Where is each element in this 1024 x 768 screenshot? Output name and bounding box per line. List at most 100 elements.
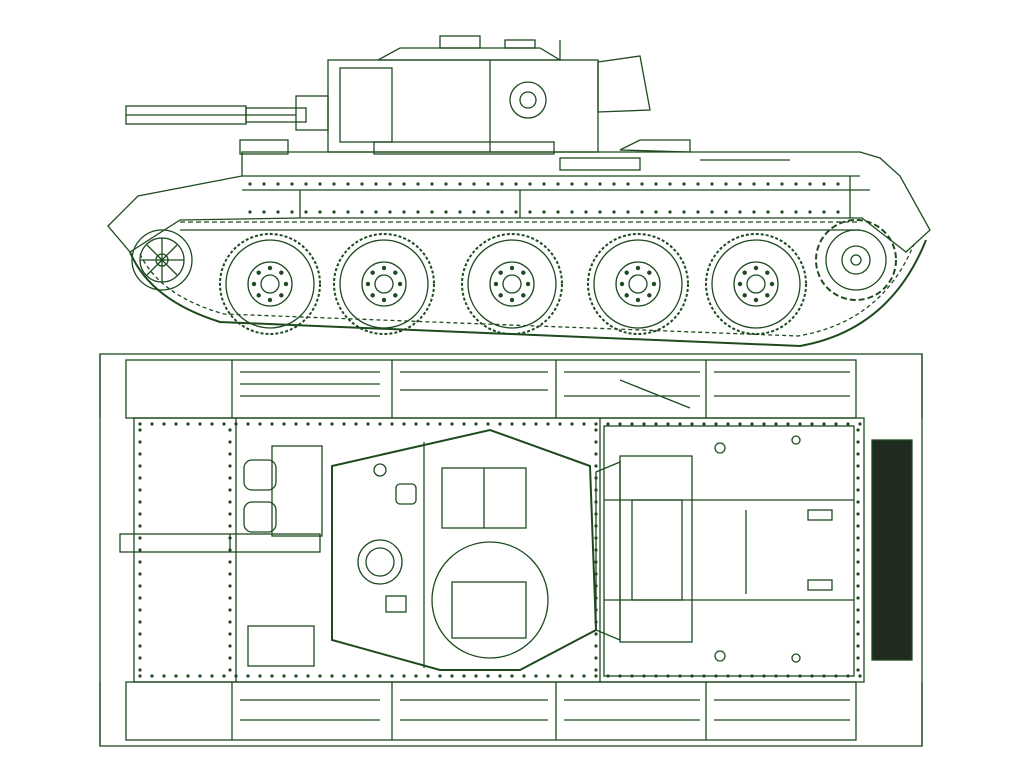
rivet bbox=[726, 674, 730, 678]
wheel-bolt bbox=[279, 270, 284, 275]
rivet bbox=[780, 182, 784, 186]
rivet bbox=[174, 674, 178, 678]
rivet bbox=[750, 674, 754, 678]
rivet bbox=[542, 182, 546, 186]
rivet bbox=[246, 422, 250, 426]
rivet bbox=[388, 182, 392, 186]
rivet bbox=[856, 452, 860, 456]
rivet bbox=[162, 422, 166, 426]
rivet bbox=[414, 674, 418, 678]
rivet bbox=[682, 182, 686, 186]
rivet bbox=[228, 488, 232, 492]
rivet bbox=[702, 674, 706, 678]
rivet bbox=[138, 668, 142, 672]
rivet bbox=[138, 524, 142, 528]
rivet bbox=[618, 674, 622, 678]
wheel-bolt bbox=[256, 270, 261, 275]
rivet bbox=[138, 656, 142, 660]
rivet bbox=[594, 422, 598, 426]
wheel-bolt bbox=[370, 270, 375, 275]
rivet bbox=[354, 674, 358, 678]
rivet bbox=[234, 422, 238, 426]
rivet bbox=[822, 182, 826, 186]
rivet bbox=[138, 452, 142, 456]
rivet bbox=[138, 476, 142, 480]
rivet bbox=[702, 422, 706, 426]
rivet bbox=[228, 536, 232, 540]
rivet bbox=[710, 182, 714, 186]
wheel-bolt bbox=[279, 293, 284, 298]
rivet bbox=[248, 210, 252, 214]
rivet bbox=[612, 210, 616, 214]
rivet bbox=[222, 422, 226, 426]
rivet bbox=[810, 674, 814, 678]
rivet bbox=[726, 422, 730, 426]
rivet bbox=[346, 182, 350, 186]
rivet bbox=[294, 422, 298, 426]
rivet bbox=[678, 674, 682, 678]
rivet bbox=[668, 182, 672, 186]
rivet bbox=[416, 210, 420, 214]
rivet bbox=[696, 182, 700, 186]
rivet bbox=[668, 210, 672, 214]
rivet bbox=[690, 422, 694, 426]
rivet bbox=[332, 182, 336, 186]
rivet bbox=[282, 674, 286, 678]
rivet bbox=[752, 210, 756, 214]
rivet bbox=[582, 674, 586, 678]
rivet bbox=[500, 210, 504, 214]
rivet bbox=[558, 674, 562, 678]
rivet bbox=[654, 674, 658, 678]
wheel-bolt bbox=[635, 297, 641, 303]
idler-wheel bbox=[131, 229, 193, 291]
wheel-bolt bbox=[742, 270, 747, 275]
rivet bbox=[546, 422, 550, 426]
rivet bbox=[374, 182, 378, 186]
rivet bbox=[414, 422, 418, 426]
rivet bbox=[228, 644, 232, 648]
rivet bbox=[570, 182, 574, 186]
rivet bbox=[762, 422, 766, 426]
rivet bbox=[594, 596, 598, 600]
side-view bbox=[107, 35, 931, 348]
rivet bbox=[594, 632, 598, 636]
rivet bbox=[594, 536, 598, 540]
rivet bbox=[228, 572, 232, 576]
rivet bbox=[222, 674, 226, 678]
rivet bbox=[402, 210, 406, 214]
rivet bbox=[750, 422, 754, 426]
rivet bbox=[228, 668, 232, 672]
rivet bbox=[594, 452, 598, 456]
wheel-bolt bbox=[493, 281, 499, 287]
rivet bbox=[162, 674, 166, 678]
rivet bbox=[228, 524, 232, 528]
wheel-bolt bbox=[635, 265, 641, 271]
rivet bbox=[606, 674, 610, 678]
rivet bbox=[808, 210, 812, 214]
rivet bbox=[598, 210, 602, 214]
rivet bbox=[198, 674, 202, 678]
rivet bbox=[738, 182, 742, 186]
hull-side bbox=[107, 139, 931, 253]
rivet bbox=[270, 674, 274, 678]
rivet bbox=[332, 210, 336, 214]
rivet bbox=[556, 182, 560, 186]
rivet bbox=[810, 422, 814, 426]
rivet bbox=[462, 422, 466, 426]
deck-fittings bbox=[714, 435, 833, 663]
rivet bbox=[528, 182, 532, 186]
rivet bbox=[856, 524, 860, 528]
rivet bbox=[582, 422, 586, 426]
rivet bbox=[626, 182, 630, 186]
rivet bbox=[858, 422, 862, 426]
rivet bbox=[486, 210, 490, 214]
rivet bbox=[228, 440, 232, 444]
rivet bbox=[426, 674, 430, 678]
rivet bbox=[612, 182, 616, 186]
rivet bbox=[306, 422, 310, 426]
rivet bbox=[584, 182, 588, 186]
rivet bbox=[786, 422, 790, 426]
rivet bbox=[822, 422, 826, 426]
